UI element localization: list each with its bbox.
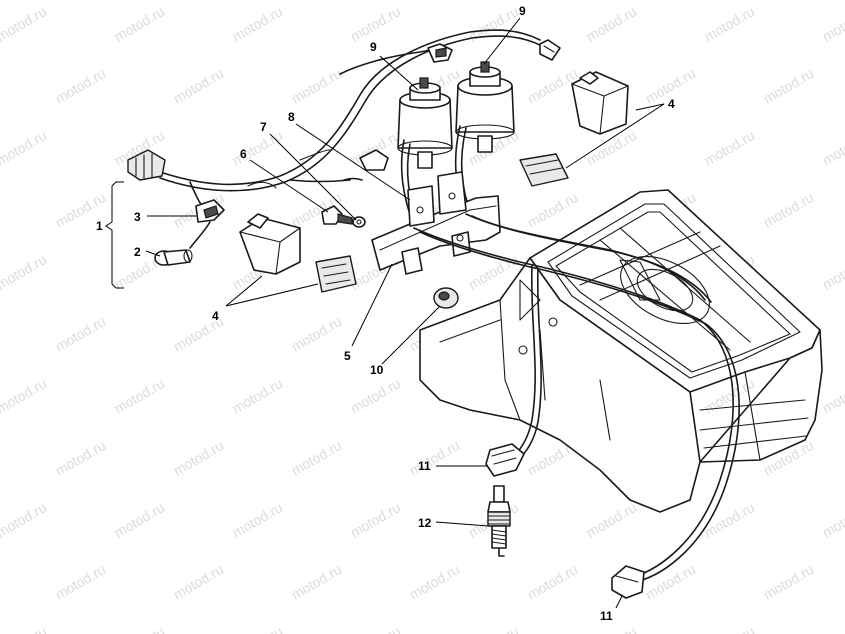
watermark-text: motod.ru [288, 65, 344, 106]
watermark-text: motod.ru [524, 561, 580, 602]
high-tension-leads [413, 213, 740, 583]
watermark-text: motod.ru [701, 127, 757, 168]
callout-5: 5 [344, 349, 351, 363]
watermark-text: motod.ru [0, 127, 49, 168]
watermark-text: motod.ru [52, 437, 108, 478]
air-box-housing [419, 189, 823, 513]
watermark-text: motod.ru [229, 3, 285, 44]
watermark-text: motod.ru [52, 65, 108, 106]
watermark-text: motod.ru [170, 561, 226, 602]
fitting-2 [154, 221, 211, 266]
bolt-6 [321, 205, 353, 225]
watermark-text: motod.ru [701, 623, 757, 634]
watermark-text: motod.ru [111, 3, 167, 44]
callout-8: 8 [288, 110, 295, 124]
wiring-harness [127, 29, 561, 213]
callout-7: 7 [260, 120, 267, 134]
watermark-text: motod.ru [0, 3, 49, 44]
watermark-text: motod.ru [760, 65, 816, 106]
watermark-text: motod.ru [347, 499, 403, 540]
callout-9-right: 9 [519, 4, 526, 18]
watermark-text: motod.ru [347, 3, 403, 44]
watermark-text: motod.ru [701, 3, 757, 44]
spark-plug-cap-lower [611, 565, 645, 599]
watermark-text: motod.ru [583, 127, 639, 168]
watermark-text: motod.ru [819, 623, 845, 634]
watermark-text: motod.ru [229, 127, 285, 168]
callout-9-left: 9 [370, 40, 377, 54]
clip-8 [343, 149, 389, 181]
leader-lines [105, 17, 665, 609]
watermark-text: motod.ru [524, 189, 580, 230]
watermark-text: motod.ru [229, 499, 285, 540]
watermark-text: motod.ru [819, 3, 845, 44]
watermark-text: motod.ru [0, 375, 49, 416]
watermark-text: motod.ru [819, 251, 845, 292]
watermark-text: motod.ru [52, 313, 108, 354]
callout-10: 10 [370, 363, 384, 377]
watermark-text: motod.ru [583, 499, 639, 540]
grommet-10 [433, 287, 459, 309]
watermark-text: motod.ru [0, 251, 49, 292]
watermark-text: motod.ru [288, 561, 344, 602]
watermark-text: motod.ru [583, 3, 639, 44]
watermark-text: motod.ru [465, 623, 521, 634]
ignition-coil-left [397, 77, 453, 231]
relay-left [239, 213, 301, 275]
watermark-text: motod.ru [111, 375, 167, 416]
relay-right [571, 71, 629, 135]
watermark-text: motod.ru [0, 623, 49, 634]
watermark-text: motod.ru [170, 65, 226, 106]
watermark-text: motod.ru [111, 499, 167, 540]
callout-2: 2 [134, 245, 141, 259]
watermark-text: motod.ru [347, 623, 403, 634]
watermark-text: motod.ru [52, 561, 108, 602]
watermark-text: motod.ru [819, 127, 845, 168]
callout-3: 3 [134, 210, 141, 224]
watermark-text: motod.ru [642, 561, 698, 602]
spark-plug-cap-upper [485, 443, 525, 477]
ignition-coil-right [454, 61, 515, 217]
watermark-text: motod.ru [819, 375, 845, 416]
callout-4-left: 4 [212, 309, 219, 323]
watermark-text: motod.ru [406, 437, 462, 478]
callout-11-lower: 11 [600, 609, 613, 623]
watermark-text: motod.ru [760, 189, 816, 230]
relay-socket-left [315, 255, 357, 293]
watermark-text: motod.ru [229, 375, 285, 416]
watermark-text: motod.ru [583, 623, 639, 634]
watermark-text: motod.ru [406, 561, 462, 602]
watermark-text: motod.ru [229, 623, 285, 634]
watermark-text: motod.ru [347, 375, 403, 416]
watermark-text: motod.ru [819, 499, 845, 540]
watermark-text: motod.ru [288, 313, 344, 354]
callout-12: 12 [418, 516, 432, 530]
callout-4-right: 4 [668, 97, 675, 111]
callout-labels: 1 2 3 4 4 5 6 7 8 9 9 10 11 11 12 [96, 4, 675, 623]
spark-plug [487, 485, 511, 557]
relay-socket-right [519, 153, 569, 187]
watermark-text: motod.ru [111, 623, 167, 634]
callout-6: 6 [240, 147, 247, 161]
watermark-text: motod.ru [288, 437, 344, 478]
callout-1: 1 [96, 219, 103, 233]
watermark-text: motod.ru [760, 561, 816, 602]
watermark-text: motod.ru [0, 499, 49, 540]
connector-3 [195, 199, 225, 223]
washer-7 [352, 216, 366, 228]
callout-11-upper: 11 [418, 459, 431, 473]
watermark-text: motod.ru [170, 437, 226, 478]
